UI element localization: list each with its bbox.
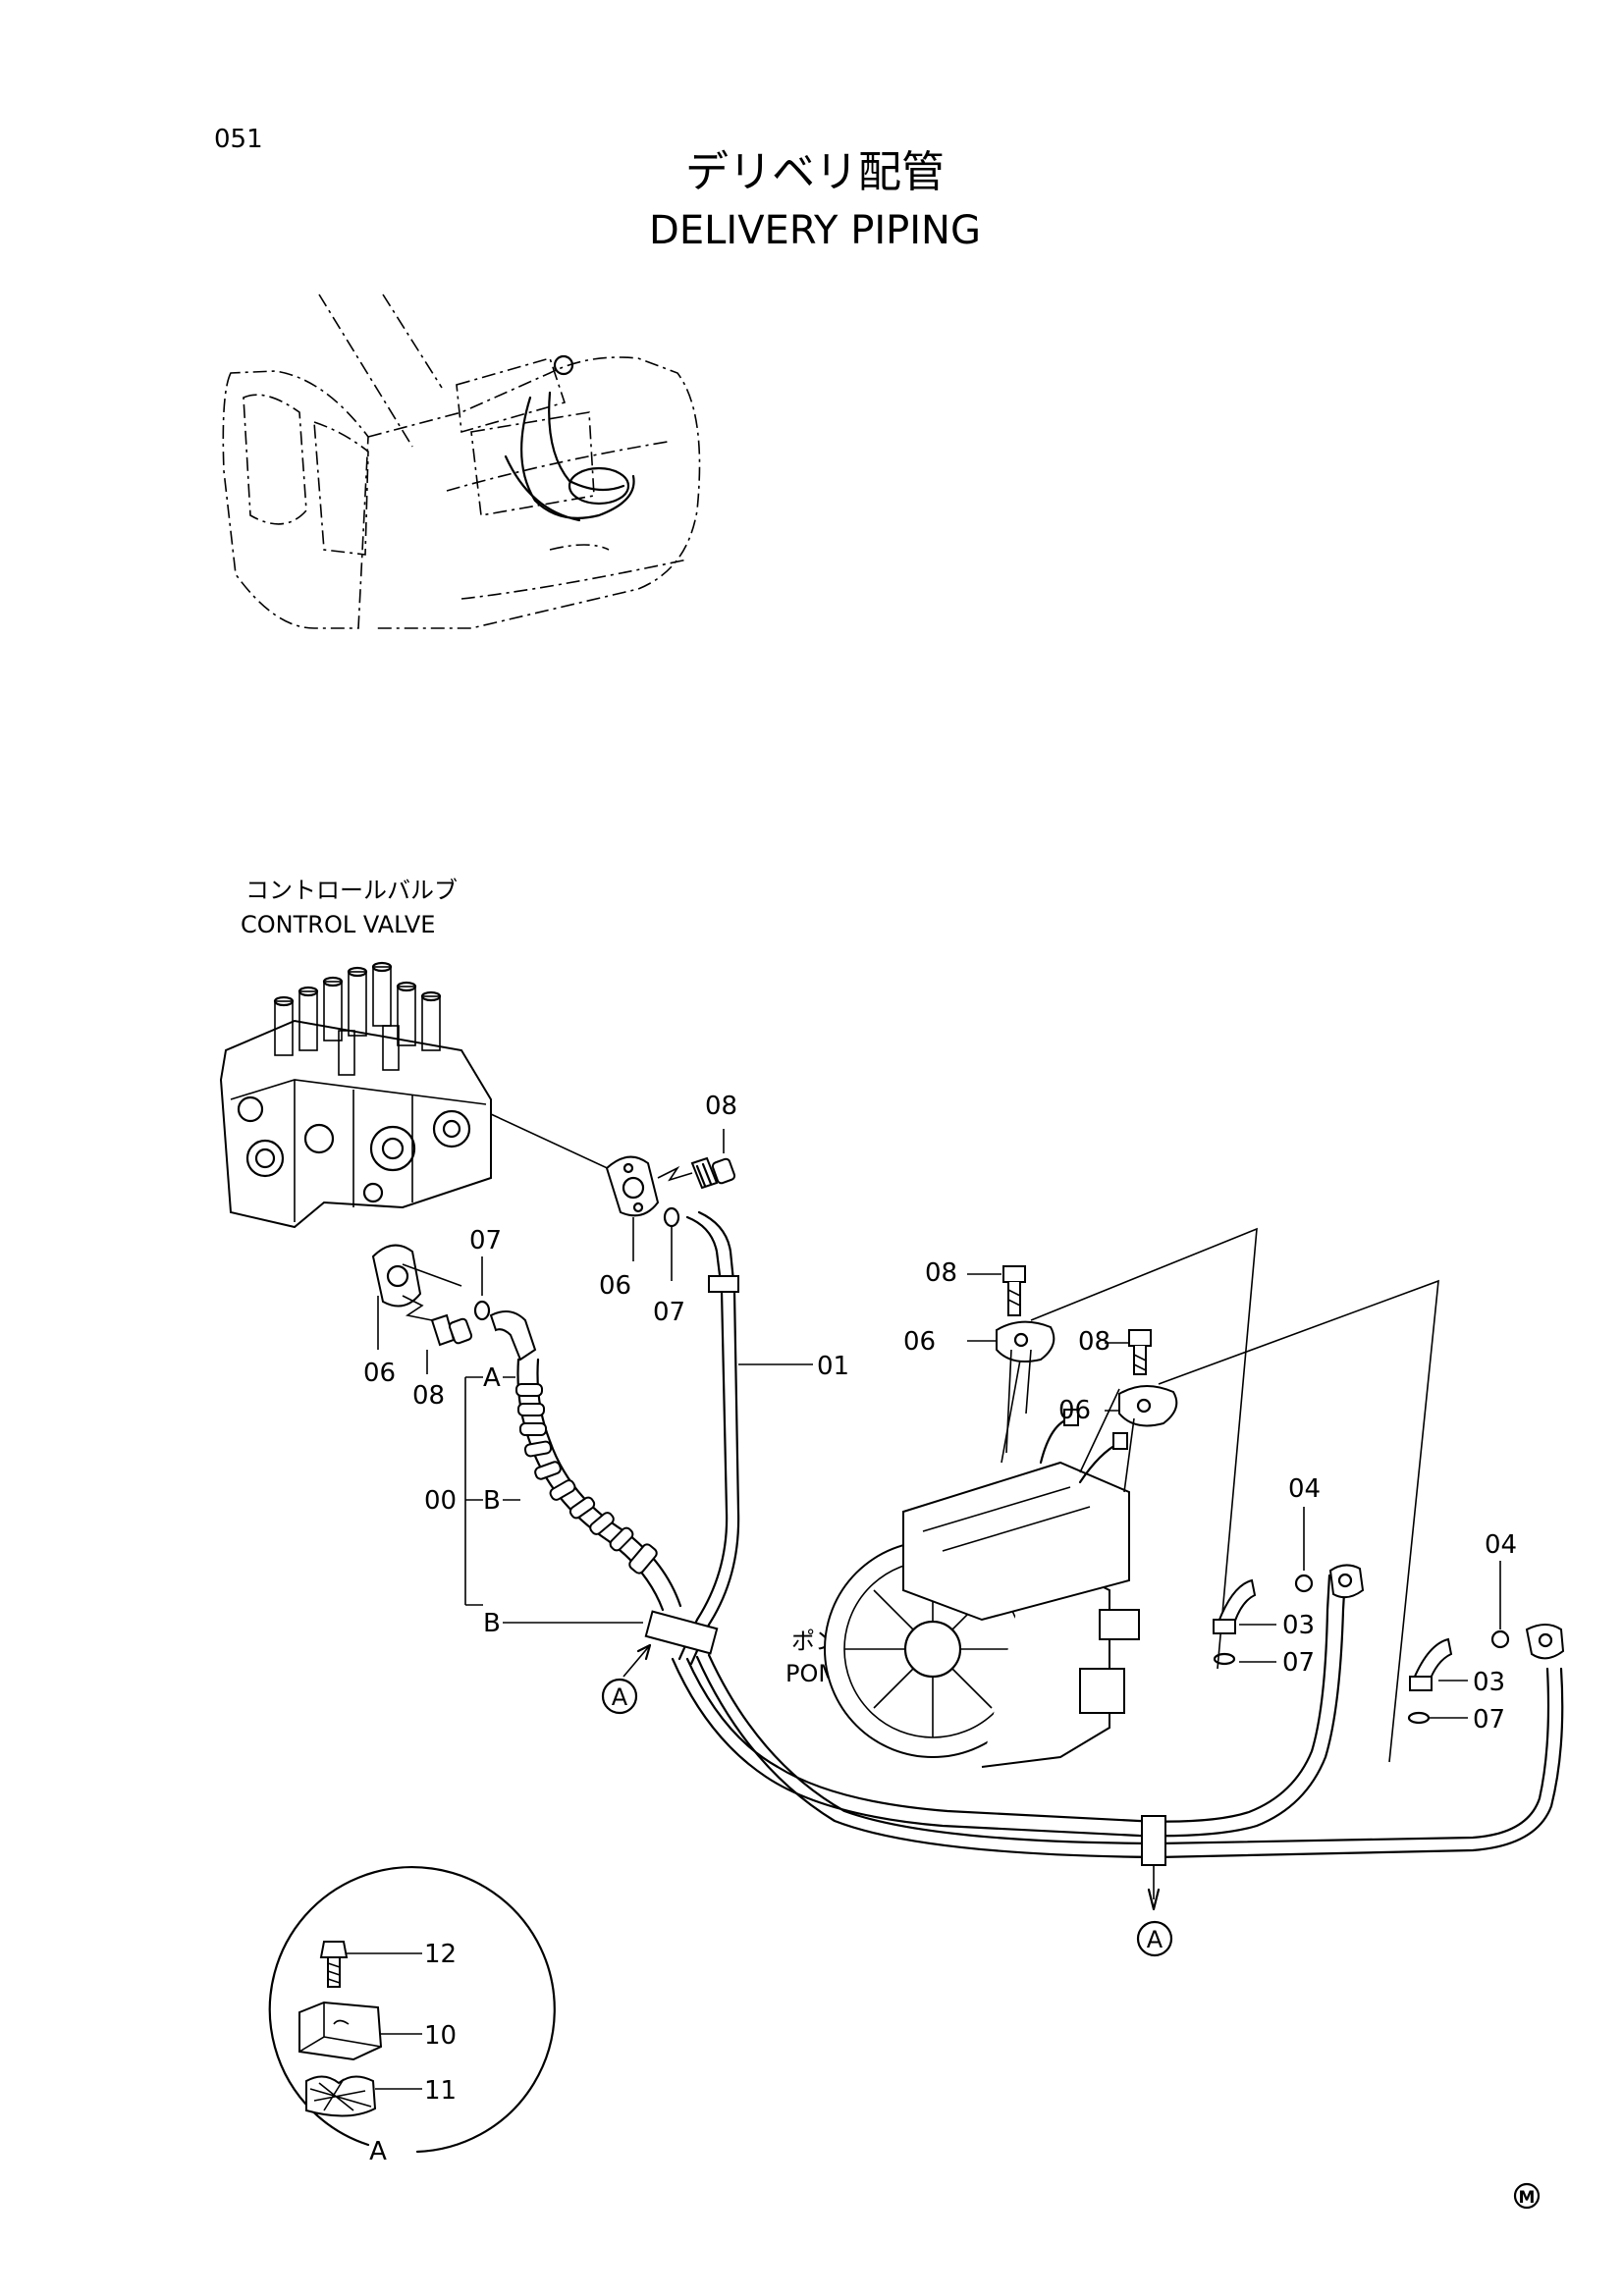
callout-08-pump-upper: 08	[925, 1258, 957, 1288]
callout-10: 10	[424, 2021, 457, 2051]
control-valve-drawing	[219, 961, 629, 1229]
callout-07-right-lower: 07	[1473, 1705, 1505, 1735]
clamp-a-left	[644, 1610, 719, 1655]
callout-08-pump-lower: 08	[1078, 1327, 1110, 1357]
callout-03-upper: 03	[1282, 1611, 1315, 1640]
view-a-marker-bottom: A	[1136, 1920, 1173, 1957]
callout-hose-a: A	[483, 1363, 501, 1393]
callout-08-lower: 08	[412, 1381, 445, 1411]
callout-hose-b2: B	[483, 1609, 501, 1638]
callout-04-upper: 04	[1288, 1474, 1321, 1504]
svg-text:M: M	[1519, 2188, 1536, 2208]
page-number: 051	[214, 125, 263, 154]
svg-text:A: A	[612, 1683, 628, 1711]
title-japanese: デリベリ配管	[685, 147, 945, 197]
callouts: 01 08 06 07 07 06 08 00 A B B 08 06 08 0…	[363, 1092, 1517, 1735]
callout-07-right-upper: 07	[1282, 1648, 1315, 1678]
pipe-01	[677, 1210, 813, 1666]
excavator-location-sketch	[222, 294, 701, 629]
callout-06-lower: 06	[363, 1359, 396, 1388]
callout-07-upper: 07	[653, 1298, 685, 1327]
detail-view-a-label: A	[369, 2137, 387, 2166]
m-mark: M	[1513, 2182, 1541, 2210]
control-valve-label-en: CONTROL VALVE	[241, 911, 435, 938]
callout-06-pump-lower: 06	[1058, 1396, 1091, 1425]
clamp-a-bottom	[1141, 1815, 1166, 1866]
pump-flange-upper	[996, 1227, 1258, 1670]
control-valve-label-jp: コントロールバルブ	[245, 877, 458, 904]
leader-lines	[464, 1273, 1129, 1624]
callout-06-pump-upper: 06	[903, 1327, 936, 1357]
pump-flange-lower	[1118, 1279, 1439, 1763]
title-english: DELIVERY PIPING	[649, 208, 981, 253]
callout-01: 01	[817, 1352, 849, 1381]
callout-03-lower: 03	[1473, 1668, 1505, 1697]
upper-flange-assembly	[605, 1129, 736, 1281]
callout-12: 12	[424, 1940, 457, 1969]
svg-text:A: A	[1147, 1926, 1163, 1953]
hose-assembly-00	[489, 1310, 682, 1612]
view-a-marker-left: A	[601, 1678, 638, 1715]
pump-device-drawing	[824, 1354, 1140, 1768]
callout-11: 11	[424, 2076, 457, 2106]
detail-view-a: 12 10 11 A	[268, 1865, 556, 2166]
right-fittings-lower	[1407, 1561, 1565, 1725]
right-fittings-upper	[1213, 1507, 1365, 1666]
callout-07-lower: 07	[469, 1226, 502, 1255]
lower-flange-assembly	[371, 1244, 491, 1374]
lower-piping-loop	[622, 1574, 1564, 1911]
callout-hose-b1: B	[483, 1486, 501, 1516]
callout-04-lower: 04	[1485, 1530, 1517, 1560]
callout-assembly-00: 00	[424, 1486, 457, 1516]
callout-06-upper: 06	[599, 1271, 631, 1301]
callout-08-upper: 08	[705, 1092, 737, 1121]
